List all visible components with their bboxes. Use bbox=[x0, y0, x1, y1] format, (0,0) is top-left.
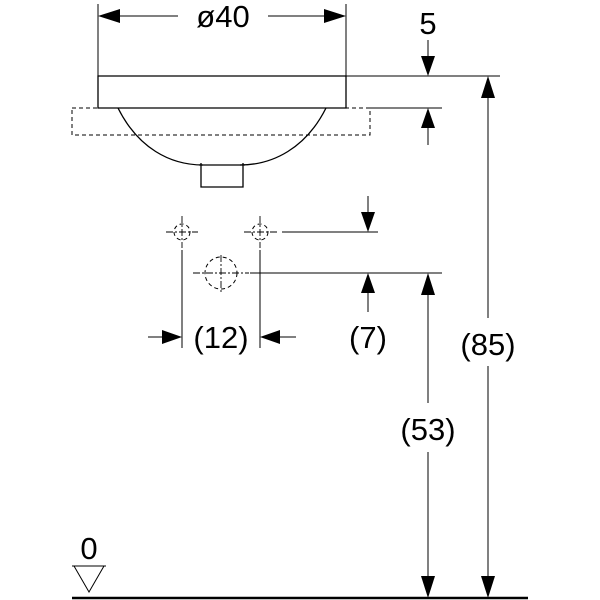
arrowhead-left bbox=[98, 9, 120, 23]
tap-spacing-dimension: (12) bbox=[148, 250, 296, 355]
tap-offset-label: (7) bbox=[349, 320, 387, 355]
arrowhead-right bbox=[162, 330, 182, 344]
arrowhead-up bbox=[361, 273, 375, 293]
diameter-label: ø40 bbox=[196, 0, 249, 34]
rim-thickness-dimension: 5 bbox=[346, 6, 500, 145]
tap-offset-dimension: (7) bbox=[250, 196, 442, 355]
drain-outlet bbox=[199, 163, 245, 188]
arrowhead-down bbox=[421, 56, 435, 76]
arrowhead-down bbox=[421, 576, 435, 598]
basin-rim bbox=[97, 75, 347, 109]
basin bbox=[71, 75, 371, 188]
drain-height-dimension: (53) bbox=[400, 273, 456, 598]
tap-hole-right bbox=[244, 216, 278, 248]
arrowhead-right bbox=[324, 9, 346, 23]
arrowhead-up bbox=[421, 273, 435, 295]
overall-height-dimension: (85) bbox=[460, 76, 516, 598]
arrowhead-down bbox=[361, 212, 375, 232]
tap-spacing-label: (12) bbox=[193, 320, 248, 355]
tap-holes bbox=[166, 216, 278, 293]
basin-bowl bbox=[117, 107, 327, 166]
countertop-outline bbox=[71, 107, 371, 136]
diameter-dimension: ø40 bbox=[97, 0, 347, 76]
waste-outlet-position bbox=[193, 255, 249, 293]
arrowhead-up bbox=[481, 76, 495, 98]
level-triangle-icon bbox=[73, 565, 105, 594]
arrowhead-left bbox=[260, 330, 280, 344]
drain-height-label: (53) bbox=[400, 412, 455, 447]
tap-hole-left bbox=[166, 216, 198, 248]
floor-level-label: 0 bbox=[80, 531, 97, 566]
arrowhead-down bbox=[481, 576, 495, 598]
floor-reference: 0 bbox=[72, 531, 528, 600]
arrowhead-up bbox=[421, 108, 435, 128]
rim-thickness-label: 5 bbox=[419, 6, 436, 41]
overall-height-label: (85) bbox=[460, 327, 515, 362]
